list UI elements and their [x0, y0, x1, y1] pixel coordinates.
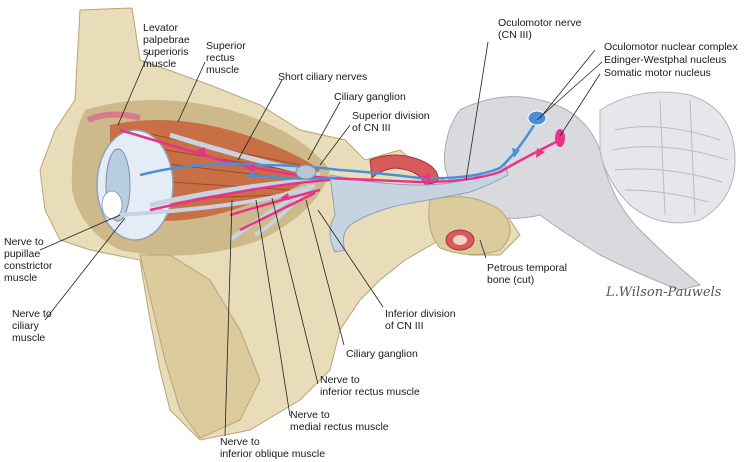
label-nerve-to-inferior-oblique: Nerve to inferior oblique muscle [220, 436, 326, 460]
maxilla-bone [139, 254, 261, 439]
cerebellum-folia [611, 99, 729, 216]
label-ciliary-ganglion-bottom: Ciliary ganglion [346, 348, 418, 360]
label-oculomotor-nerve: Oculomotor nerve (CN III) [498, 17, 582, 41]
label-levator-palpebrae: Levator palpebrae superioris muscle [143, 22, 190, 70]
label-short-ciliary-nerves: Short ciliary nerves [278, 71, 368, 83]
cerebellum [599, 91, 736, 224]
label-inferior-division: Inferior division of CN III [385, 308, 456, 332]
somatic-motor-nucleus [555, 129, 565, 147]
label-nerve-to-pupillae: Nerve to pupillae constrictor muscle [4, 236, 53, 284]
label-superior-division: Superior division of CN III [352, 110, 430, 134]
edinger-westphal-nucleus [527, 110, 547, 126]
label-nerve-to-medial-rectus: Nerve to medial rectus muscle [290, 409, 389, 433]
somatic-pathway [139, 114, 542, 180]
leader-lines [39, 41, 603, 437]
label-somatic-motor-nucleus: Somatic motor nucleus [604, 67, 711, 79]
label-petrous-temporal-bone: Petrous temporal bone (cut) [487, 262, 567, 286]
ciliary-ganglion-body [295, 164, 317, 180]
direction-arrows [195, 147, 545, 200]
cn3-nerve-trunk [329, 164, 509, 253]
label-edinger-westphal: Edinger-Westphal nucleus [604, 54, 727, 66]
label-ciliary-ganglion-top: Ciliary ganglion [334, 91, 406, 103]
label-nerve-to-inferior-rectus: Nerve to inferior rectus muscle [320, 374, 420, 398]
label-oculomotor-nuclear-complex: Oculomotor nuclear complex [604, 41, 738, 53]
label-superior-rectus: Superior rectus muscle [206, 40, 246, 76]
lens [101, 190, 123, 220]
artist-signature: L.Wilson-Pauwels [606, 285, 722, 300]
eyelid [86, 111, 141, 123]
label-nerve-to-ciliary: Nerve to ciliary muscle [12, 308, 52, 344]
parasympathetic-pathway [119, 128, 561, 232]
